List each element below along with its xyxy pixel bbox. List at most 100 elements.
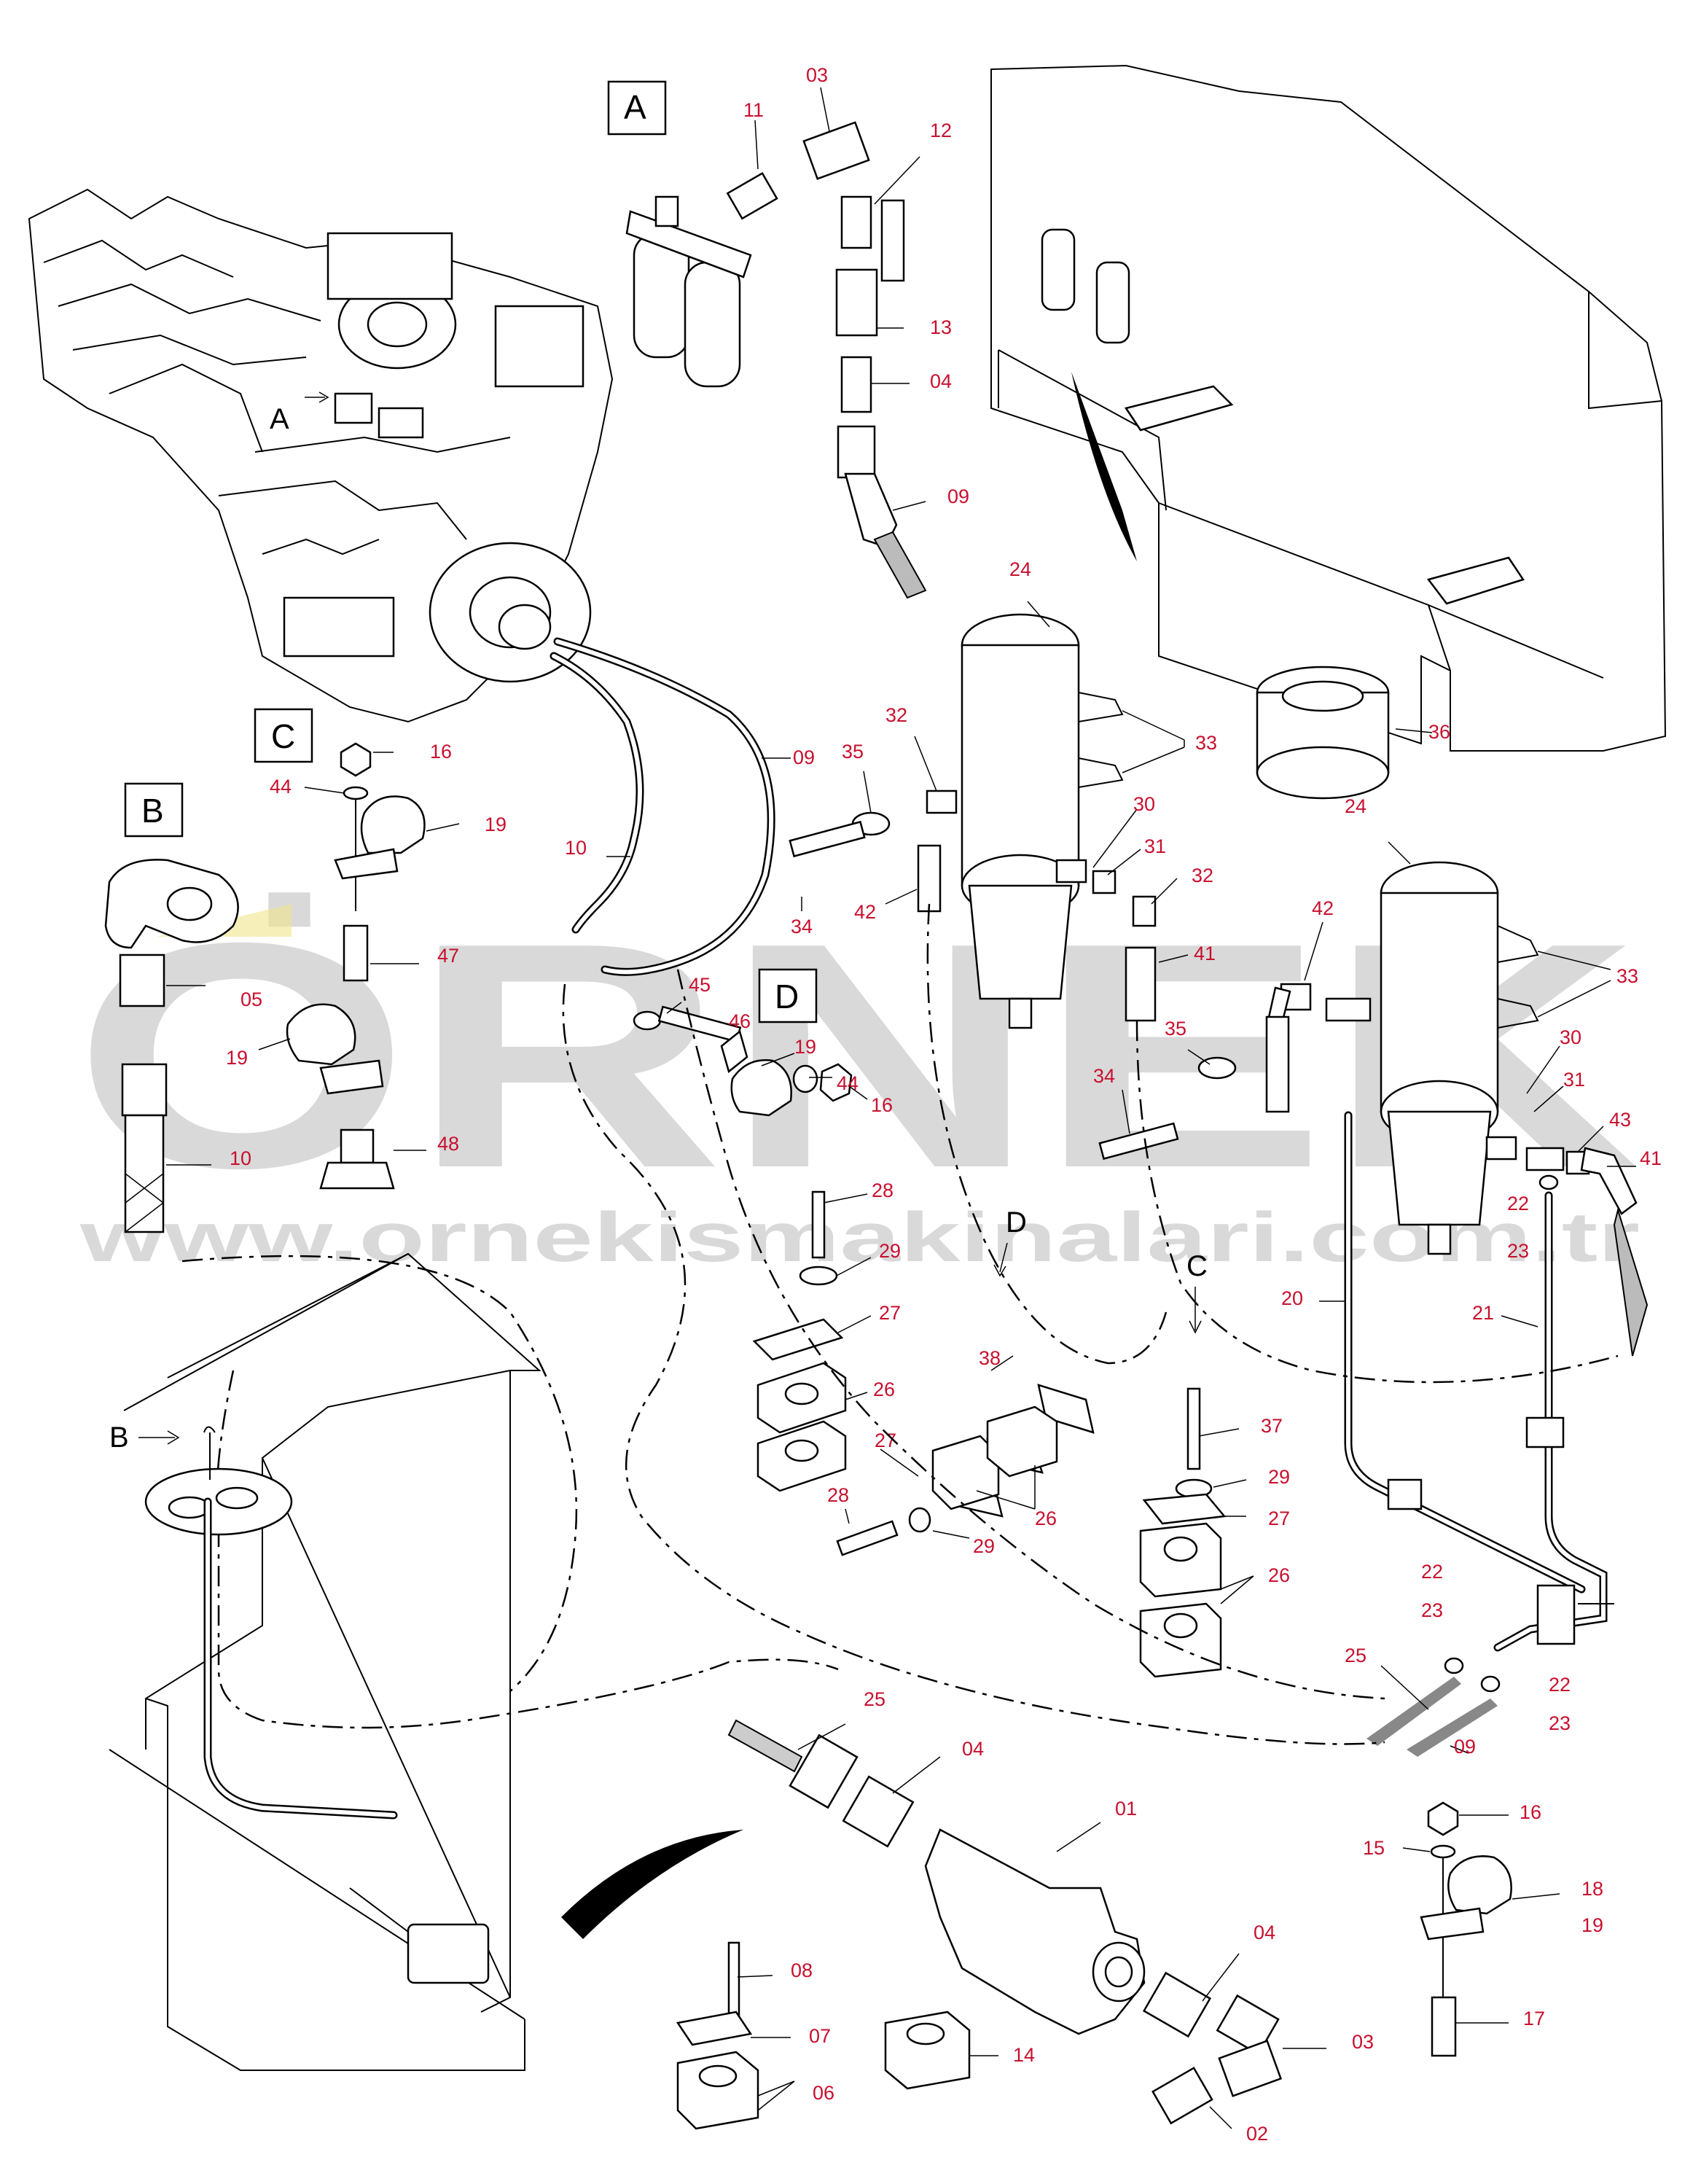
callout-06: 06 bbox=[813, 2082, 834, 2104]
view-C-box: C bbox=[254, 708, 313, 763]
view-arrow-D: D bbox=[993, 1206, 1027, 1277]
callout-20: 20 bbox=[1281, 1287, 1303, 1309]
callout-19-a: 19 bbox=[485, 814, 507, 835]
view-arrow-B-label: B bbox=[109, 1421, 129, 1454]
callout-16-d: 16 bbox=[871, 1094, 893, 1116]
callouts-view-B: 05 19 10 48 bbox=[166, 985, 459, 1169]
callout-14: 14 bbox=[1013, 2044, 1035, 2066]
callout-16-a: 16 bbox=[430, 741, 452, 763]
callout-42-a: 42 bbox=[854, 901, 876, 923]
clamp-assembly-C bbox=[334, 742, 426, 982]
filter1-fittings bbox=[789, 789, 1157, 1022]
callout-07: 07 bbox=[809, 2025, 831, 2047]
callout-41-b: 41 bbox=[1640, 1147, 1662, 1169]
callout-28-b: 28 bbox=[827, 1484, 849, 1506]
callout-26-c: 26 bbox=[1268, 1564, 1290, 1586]
callouts-bottom: 08 07 06 14 bbox=[737, 1959, 1035, 2111]
callouts-pump: 25 04 01 04 03 02 bbox=[797, 1688, 1374, 2145]
callout-35-a: 35 bbox=[842, 741, 864, 763]
lower-right-hoses bbox=[1366, 1657, 1501, 1757]
clamp-block-set-2 bbox=[836, 1384, 1095, 1556]
callouts-view-C: 16 44 19 47 bbox=[270, 741, 507, 967]
callout-46: 46 bbox=[729, 1010, 751, 1032]
view-arrow-A-label: A bbox=[270, 403, 289, 435]
filter-assembly-lower bbox=[1380, 861, 1611, 1255]
pump-assembly bbox=[727, 1719, 1283, 2125]
callout-44-a: 44 bbox=[270, 776, 292, 797]
callout-22-b: 22 bbox=[1421, 1561, 1443, 1583]
callouts-filter1: 24 33 32 35 30 31 32 34 42 41 bbox=[791, 558, 1217, 964]
callout-10-b: 10 bbox=[230, 1147, 251, 1169]
clamp-assembly-lower-right bbox=[1420, 1801, 1512, 2057]
callout-48: 48 bbox=[437, 1133, 459, 1155]
callout-37: 37 bbox=[1261, 1415, 1283, 1437]
view-arrow-B: B bbox=[109, 1421, 180, 1454]
callout-33-b: 33 bbox=[1616, 965, 1638, 987]
tank-section-lower-left bbox=[109, 1252, 743, 2071]
callout-09-mid: 09 bbox=[793, 746, 815, 768]
callout-22-c: 22 bbox=[1549, 1674, 1571, 1696]
callout-36: 36 bbox=[1428, 721, 1450, 743]
callout-29-c: 29 bbox=[1268, 1466, 1290, 1488]
callout-09-top: 09 bbox=[947, 485, 969, 507]
callout-42-b: 42 bbox=[1312, 897, 1334, 919]
view-D-box-label: D bbox=[775, 978, 799, 1015]
strainer-36: 36 bbox=[1256, 666, 1450, 800]
view-arrow-A: A bbox=[270, 391, 329, 435]
view-C-box-label: C bbox=[271, 717, 295, 755]
view-A-box-label: A bbox=[624, 88, 646, 126]
callout-15: 15 bbox=[1363, 1837, 1385, 1859]
callout-08: 08 bbox=[791, 1959, 813, 1981]
clamp-block-set-1 bbox=[752, 1190, 847, 1492]
callout-17: 17 bbox=[1523, 2008, 1545, 2029]
callout-24-b: 24 bbox=[1345, 795, 1366, 817]
callouts-view-A: 03 11 12 13 04 09 bbox=[743, 64, 969, 511]
callout-04-b: 04 bbox=[962, 1738, 984, 1760]
callout-28-a: 28 bbox=[872, 1179, 893, 1201]
callout-31-a: 31 bbox=[1144, 835, 1166, 857]
callout-34-a: 34 bbox=[791, 916, 813, 937]
fittings-view-A bbox=[726, 121, 927, 599]
callout-27-a: 27 bbox=[879, 1302, 901, 1324]
callout-19-b: 19 bbox=[226, 1047, 248, 1069]
view-D-box: D bbox=[758, 968, 818, 1023]
engine-drawing bbox=[28, 188, 614, 723]
callout-32-b: 32 bbox=[1192, 865, 1213, 886]
filter-pair-view-A bbox=[625, 195, 752, 388]
clamp-block-set-3 bbox=[1139, 1387, 1227, 1678]
callout-19-d: 19 bbox=[794, 1036, 816, 1058]
callout-23-b: 23 bbox=[1421, 1599, 1443, 1621]
callouts-lower-right: 22 23 25 22 23 09 bbox=[1345, 1561, 1571, 1758]
callout-33-a: 33 bbox=[1195, 732, 1217, 754]
callout-29-a: 29 bbox=[879, 1240, 901, 1262]
fittings-view-B bbox=[104, 859, 395, 1233]
callout-25-b: 25 bbox=[864, 1688, 885, 1710]
callout-01: 01 bbox=[1115, 1798, 1137, 1820]
callout-18: 18 bbox=[1581, 1878, 1603, 1900]
callouts-lower-right-clamp: 16 15 18 19 17 bbox=[1363, 1801, 1603, 2029]
callouts-view-D: 45 46 19 44 16 bbox=[666, 974, 893, 1116]
callout-30-a: 30 bbox=[1133, 793, 1155, 815]
callout-30-b: 30 bbox=[1560, 1026, 1581, 1048]
callout-35-b: 35 bbox=[1165, 1018, 1186, 1040]
callout-32-a: 32 bbox=[885, 704, 907, 726]
callout-02: 02 bbox=[1246, 2123, 1268, 2145]
callout-45: 45 bbox=[689, 974, 711, 996]
callout-11: 11 bbox=[743, 99, 764, 121]
callout-27-c: 27 bbox=[1268, 1508, 1290, 1529]
callout-09-bot: 09 bbox=[1454, 1736, 1476, 1758]
callout-29-b: 29 bbox=[973, 1535, 995, 1557]
callout-25-a: 25 bbox=[1345, 1645, 1366, 1666]
callout-26-b: 26 bbox=[1035, 1508, 1057, 1529]
callout-26-a: 26 bbox=[873, 1378, 895, 1400]
callout-03-bot: 03 bbox=[1352, 2031, 1374, 2053]
callout-13: 13 bbox=[930, 316, 952, 338]
callout-05: 05 bbox=[241, 988, 262, 1010]
view-B-box: B bbox=[124, 782, 184, 838]
callout-21: 21 bbox=[1472, 1302, 1494, 1324]
filter2-fittings bbox=[1098, 983, 1649, 1357]
callout-04-top: 04 bbox=[930, 370, 952, 392]
callout-47: 47 bbox=[437, 945, 459, 967]
callout-04-c: 04 bbox=[1254, 1922, 1275, 1943]
